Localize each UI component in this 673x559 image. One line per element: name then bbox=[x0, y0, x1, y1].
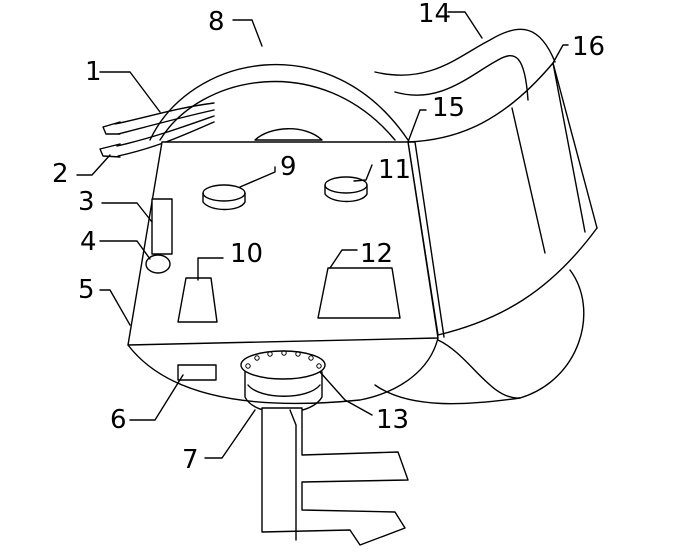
label-3: 3 bbox=[78, 187, 95, 217]
label-6: 6 bbox=[110, 405, 127, 435]
label-14: 14 bbox=[418, 0, 451, 29]
label-5: 5 bbox=[78, 275, 95, 305]
label-1: 1 bbox=[85, 57, 102, 87]
side-panel-top bbox=[407, 62, 598, 229]
label-7: 7 bbox=[182, 445, 199, 475]
gripper-inner bbox=[289, 409, 297, 541]
drum-outer-arc bbox=[149, 63, 409, 141]
label-12: 12 bbox=[360, 239, 393, 269]
label-4: 4 bbox=[80, 227, 97, 257]
drum-inner-arc bbox=[159, 80, 396, 141]
side-panel-crease-2 bbox=[552, 62, 586, 233]
knob-11 bbox=[324, 176, 368, 194]
label-11: 11 bbox=[378, 155, 411, 185]
knob-9 bbox=[202, 184, 246, 202]
label-16: 16 bbox=[572, 32, 605, 62]
side-panel-crease-1 bbox=[511, 107, 546, 254]
hose-lower bbox=[394, 55, 529, 101]
drum-hub bbox=[254, 128, 323, 141]
flange-bolts bbox=[245, 350, 322, 369]
cable-2 bbox=[116, 115, 215, 147]
module-6 bbox=[177, 364, 217, 381]
side-panel-bottom bbox=[437, 227, 598, 336]
cable-1-b bbox=[117, 109, 215, 135]
knob-11-side bbox=[324, 184, 368, 203]
housing-right-edge bbox=[407, 141, 445, 338]
plug-2 bbox=[99, 143, 121, 158]
gripper-arm bbox=[261, 407, 409, 546]
cable-2-b bbox=[117, 121, 215, 157]
label-9: 9 bbox=[280, 152, 297, 182]
indicator-light-4 bbox=[145, 254, 171, 274]
skirt-lower bbox=[374, 384, 521, 405]
joint-ring bbox=[247, 384, 321, 397]
window-10 bbox=[177, 277, 218, 323]
label-8: 8 bbox=[208, 7, 225, 37]
knob-9-side bbox=[202, 192, 246, 211]
window-12 bbox=[317, 267, 401, 319]
hose-upper bbox=[374, 28, 556, 76]
label-15: 15 bbox=[432, 93, 465, 123]
label-13: 13 bbox=[376, 405, 409, 435]
label-2: 2 bbox=[52, 159, 69, 189]
plug-1 bbox=[102, 121, 121, 135]
indicator-strip-3 bbox=[151, 198, 173, 255]
leader-lines bbox=[76, 11, 569, 459]
cable-1 bbox=[114, 102, 215, 125]
side-panel-skirt bbox=[437, 269, 585, 399]
housing-base bbox=[127, 337, 439, 405]
label-10: 10 bbox=[230, 239, 263, 269]
